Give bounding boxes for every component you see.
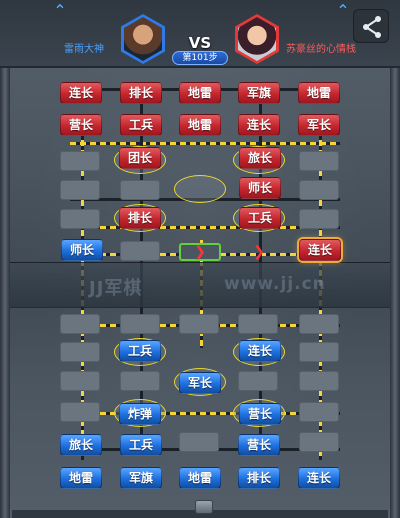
red-piece[interactable]: 地雷: [179, 114, 221, 136]
board-slot[interactable]: [120, 180, 160, 200]
avatar-image: [238, 17, 276, 61]
board-slot[interactable]: [120, 371, 160, 391]
board-slot[interactable]: [299, 402, 339, 422]
board-slot[interactable]: [60, 314, 100, 334]
river-zone: [10, 262, 390, 308]
railway-dashed: [70, 142, 340, 145]
red-piece[interactable]: 旅长: [239, 147, 281, 169]
blue-piece[interactable]: 连长: [298, 467, 340, 489]
board-slot[interactable]: [299, 209, 339, 229]
drag-handle[interactable]: [195, 500, 213, 514]
blue-piece[interactable]: 工兵: [120, 434, 162, 456]
railway-dashed: [70, 226, 340, 229]
board-slot[interactable]: [60, 342, 100, 362]
camp-spot[interactable]: [174, 175, 226, 203]
red-piece[interactable]: 地雷: [179, 82, 221, 104]
board-slot[interactable]: [179, 432, 219, 452]
vs-label: VS: [188, 34, 212, 52]
blue-piece[interactable]: 师长: [61, 239, 103, 261]
blue-piece[interactable]: 营长: [238, 434, 280, 456]
red-piece[interactable]: 连长: [238, 114, 280, 136]
selected-piece[interactable]: 连长: [299, 239, 341, 261]
board-slot[interactable]: [299, 371, 339, 391]
last-move-origin: [179, 243, 221, 261]
top-bar: [0, 0, 400, 68]
red-piece[interactable]: 排长: [120, 82, 162, 104]
blue-piece[interactable]: 炸弹: [119, 403, 161, 425]
board-slot[interactable]: [299, 314, 339, 334]
board-slot[interactable]: [299, 432, 339, 452]
board-slot[interactable]: [238, 314, 278, 334]
left-frame: [0, 0, 10, 518]
red-piece[interactable]: 工兵: [239, 207, 281, 229]
red-right-chevron-icon: ❯: [253, 244, 265, 260]
watermark-logo: JJ军棋: [89, 278, 143, 299]
share-icon: [363, 16, 381, 38]
blue-piece[interactable]: 排长: [238, 467, 280, 489]
blue-piece[interactable]: 旅长: [60, 434, 102, 456]
board-slot[interactable]: [60, 371, 100, 391]
red-piece[interactable]: 营长: [60, 114, 102, 136]
right-player-name: 苏豪丝的心情栈: [286, 44, 356, 55]
red-piece[interactable]: 排长: [119, 207, 161, 229]
blue-piece[interactable]: 营长: [239, 403, 281, 425]
left-player-name: 雷雨大神: [64, 44, 104, 55]
board-slot[interactable]: [179, 314, 219, 334]
board-slot[interactable]: [60, 402, 100, 422]
board-slot[interactable]: [299, 180, 339, 200]
blue-piece[interactable]: 地雷: [179, 467, 221, 489]
bottom-bar: [12, 510, 388, 518]
red-piece[interactable]: 工兵: [120, 114, 162, 136]
railway-dashed: [70, 412, 340, 415]
board-slot[interactable]: [238, 371, 278, 391]
board-slot[interactable]: [120, 314, 160, 334]
board-slot[interactable]: [299, 342, 339, 362]
blue-piece[interactable]: 军长: [179, 372, 221, 394]
red-piece[interactable]: 军旗: [238, 82, 280, 104]
red-piece[interactable]: 师长: [239, 177, 281, 199]
watermark-url: www.jj.cn: [224, 274, 326, 294]
red-right-chevron-icon: ❯: [194, 244, 206, 260]
blue-piece[interactable]: 连长: [239, 340, 281, 362]
blue-piece[interactable]: 地雷: [60, 467, 102, 489]
board-slot[interactable]: [60, 151, 100, 171]
avatar-image: [124, 17, 162, 61]
blue-piece[interactable]: 军旗: [120, 467, 162, 489]
right-frame: [390, 0, 400, 518]
up-arrow-icon[interactable]: ⌃: [53, 1, 67, 20]
red-piece[interactable]: 团长: [119, 147, 161, 169]
red-piece[interactable]: 连长: [60, 82, 102, 104]
step-counter: 第101步: [172, 51, 228, 65]
up-arrow-icon[interactable]: ⌃: [336, 1, 350, 20]
share-button[interactable]: [353, 9, 389, 43]
board-slot[interactable]: [299, 151, 339, 171]
red-piece[interactable]: 地雷: [298, 82, 340, 104]
board-slot[interactable]: [60, 209, 100, 229]
board-slot[interactable]: [120, 241, 160, 261]
blue-piece[interactable]: 工兵: [119, 340, 161, 362]
board-slot[interactable]: [60, 180, 100, 200]
red-piece[interactable]: 军长: [298, 114, 340, 136]
